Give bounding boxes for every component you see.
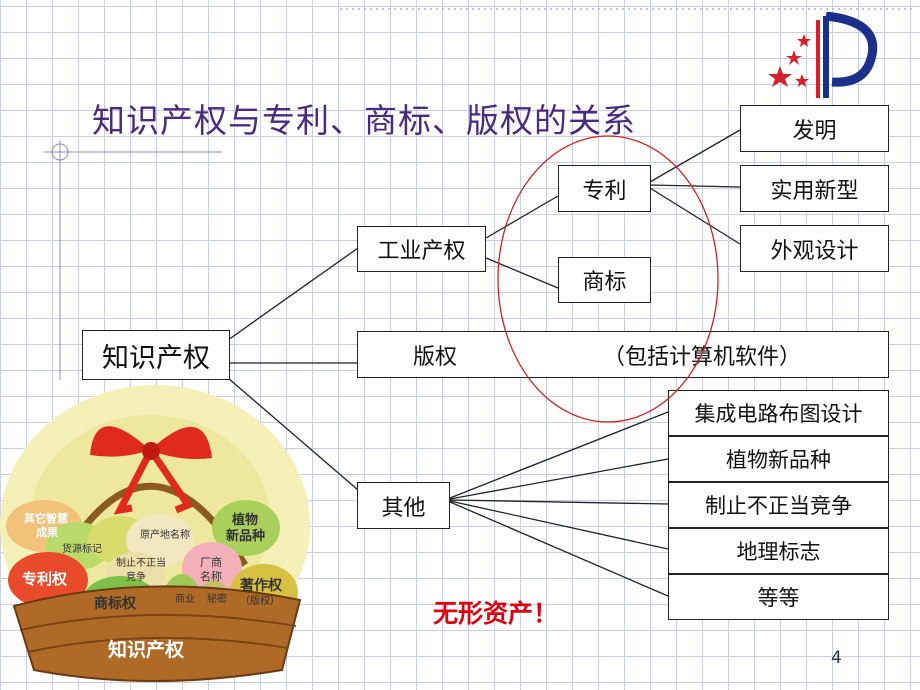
fruit-label-origin: 原产地名称: [140, 528, 190, 541]
fruit-label-copyright: 著作权: [239, 577, 283, 594]
node-copyright-note: （包括计算机软件）: [603, 344, 802, 370]
node-design-label: 外观设计: [770, 238, 859, 264]
node-geo-mark: 地理标志: [668, 528, 889, 574]
node-other-label: 其他: [381, 495, 426, 521]
fruit-label-unfair: 制止不正当: [116, 556, 166, 569]
fruit-label-firm: 厂商: [200, 555, 222, 569]
node-ic-layout: 集成电路布图设计: [668, 390, 889, 436]
fruit-label-name: 名称: [200, 569, 222, 583]
node-root: 知识产权: [82, 330, 230, 380]
fruit-label-source-mark: 货源标记: [62, 542, 102, 555]
node-root-label: 知识产权: [102, 342, 210, 374]
node-unfair-competition: 制止不正当竞争: [668, 482, 889, 528]
node-plant-variety: 植物新品种: [668, 436, 889, 482]
fruit-label-variety: 新品种: [226, 528, 265, 544]
fruit-label-results: 成果: [36, 525, 58, 539]
node-industrial: 工业产权: [357, 226, 486, 272]
node-invention-label: 发明: [792, 118, 837, 144]
node-geo-mark-label: 地理标志: [736, 540, 821, 564]
ip-basket-illustration: 其它智慧 成果 货源标记 原产地名称 植物 新品种 专利权 制止不正当 竞争 厂…: [0, 385, 310, 682]
node-etc-label: 等等: [757, 586, 800, 610]
node-patent-label: 专利: [582, 178, 627, 204]
node-utility-model-label: 实用新型: [770, 178, 859, 204]
fruit-label-copyright-sub: （版权）: [240, 594, 280, 607]
page-number: 4: [831, 648, 842, 668]
top-dotted-border: [338, 6, 913, 14]
node-design: 外观设计: [740, 225, 889, 272]
patent-office-logo: [768, 12, 878, 98]
node-trademark: 商标: [558, 257, 651, 303]
node-ic-layout-label: 集成电路布图设计: [694, 402, 863, 426]
node-invention: 发明: [740, 105, 889, 152]
fruit-label-other-wisdom: 其它智慧: [24, 511, 68, 525]
fruit-label-trademark: 商标权: [94, 595, 137, 612]
fruit-label-competition: 竞争: [126, 570, 146, 583]
node-industrial-label: 工业产权: [377, 239, 466, 264]
fruit-label-secret: 秘密: [207, 592, 227, 605]
node-trademark-label: 商标: [582, 270, 627, 295]
node-copyright-label: 版权: [413, 344, 458, 370]
intangible-assets-note: 无形资产！: [433, 599, 559, 628]
fruit-label-business: 商业: [175, 592, 195, 605]
node-other: 其他: [357, 482, 450, 529]
basket-base-label: 知识产权: [108, 638, 184, 661]
node-unfair-competition-label: 制止不正当竞争: [705, 494, 852, 518]
node-plant-variety-label: 植物新品种: [726, 448, 831, 472]
node-utility-model: 实用新型: [740, 165, 889, 212]
fruit-label-patent: 专利权: [22, 570, 68, 588]
fruit-label-plant: 植物: [231, 512, 258, 528]
page-title: 知识产权与专利、商标、版权的关系: [92, 101, 636, 140]
node-patent: 专利: [558, 165, 651, 212]
node-copyright: 版权 （包括计算机软件）: [357, 331, 889, 378]
node-etc: 等等: [668, 574, 889, 620]
